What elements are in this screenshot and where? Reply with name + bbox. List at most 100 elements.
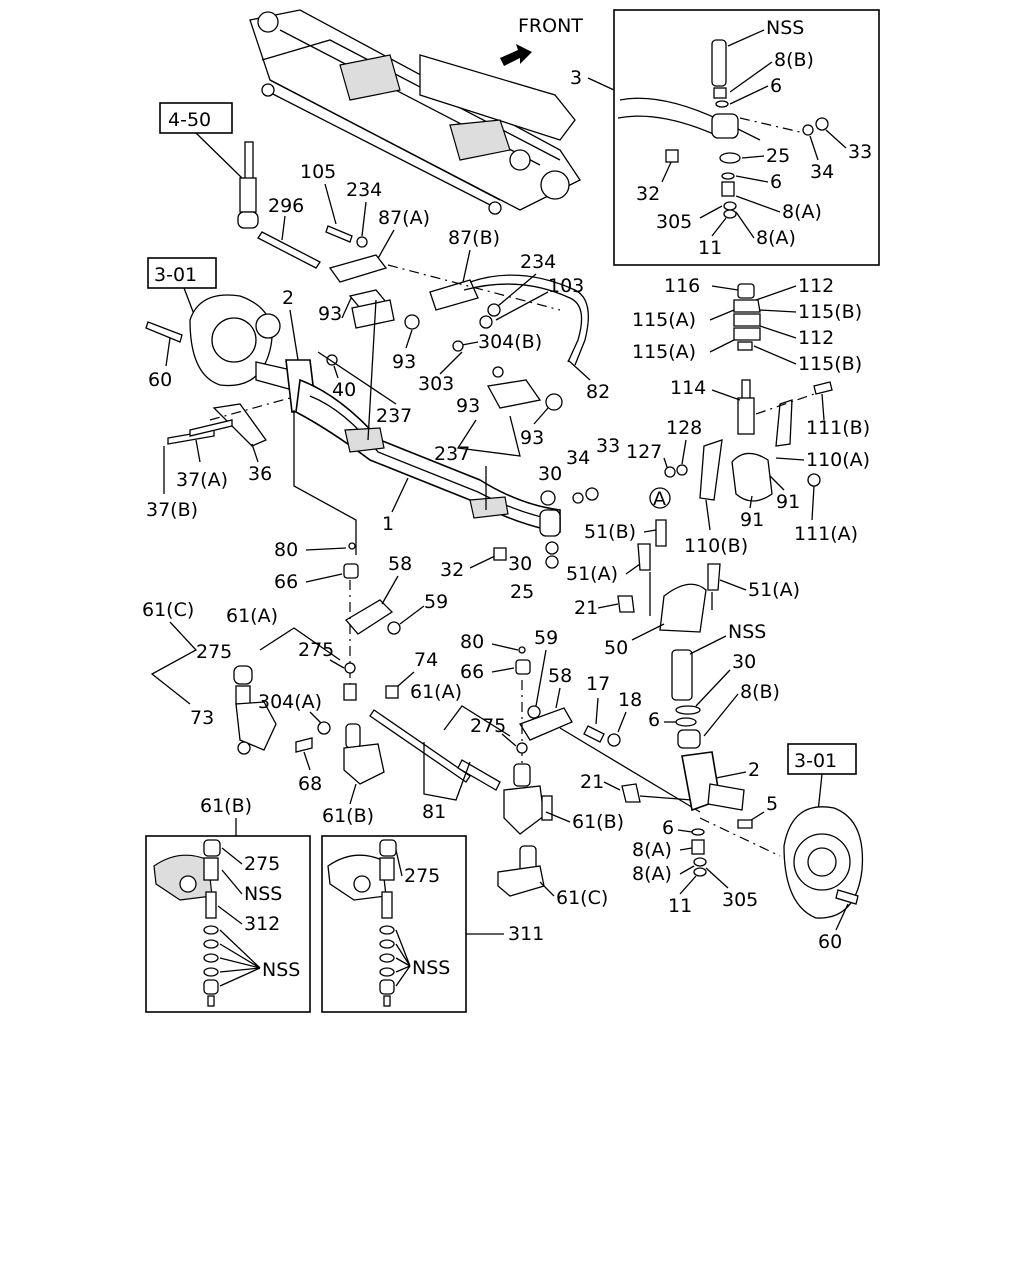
tie-rod-81 <box>369 709 471 783</box>
label-275-c: 275 <box>470 715 506 737</box>
label-91-a: 91 <box>776 491 800 513</box>
knuckle-2-right <box>681 751 745 812</box>
label-296: 296 <box>268 195 304 217</box>
label-8a-top2: 8(A) <box>756 227 796 249</box>
label-58-a: 58 <box>388 553 412 575</box>
label-237-a: 237 <box>376 405 412 427</box>
washer-234 <box>356 236 368 248</box>
label-61a-b: 61(A) <box>410 681 462 703</box>
label-66-b: 66 <box>460 661 484 683</box>
label-60-right: 60 <box>818 931 842 953</box>
label-234b: 234 <box>520 251 556 273</box>
label-25-top: 25 <box>766 145 790 167</box>
ref-3-01-left: 3-01 <box>154 264 197 286</box>
label-304a: 304(A) <box>258 691 322 713</box>
bolt-111b <box>813 381 833 395</box>
clamp-110b <box>699 439 723 501</box>
label-18: 18 <box>618 689 642 711</box>
label-59-b: 59 <box>534 627 558 649</box>
label-115a-b: 115(A) <box>632 341 696 363</box>
bolt-60-right <box>835 889 859 905</box>
label-305-bot: 305 <box>722 889 758 911</box>
label-61b-b: 61(B) <box>572 811 624 833</box>
label-80-a: 80 <box>274 539 298 561</box>
bracket-93-c <box>486 379 542 409</box>
label-73: 73 <box>190 707 214 729</box>
label-311: 311 <box>508 923 544 945</box>
tie-rod-end-61b-left <box>343 723 385 785</box>
label-8b-mid: 8(B) <box>740 681 780 703</box>
washer-234b <box>487 303 501 317</box>
stabilizer-bar-82 <box>469 274 589 366</box>
label-1: 1 <box>382 513 394 535</box>
label-59-a: 59 <box>424 591 448 613</box>
steering-knuckle-arm-58-right <box>519 707 573 741</box>
ref-4-50: 4-50 <box>168 109 211 131</box>
label-50: 50 <box>604 637 628 659</box>
tie-rod-end-73 <box>233 665 277 755</box>
kingpin-nss <box>711 39 727 87</box>
label-nss-box1b: NSS <box>262 959 300 981</box>
tie-rod-end-exploded-311 <box>327 839 397 1007</box>
label-11-top: 11 <box>698 237 722 259</box>
label-37b: 37(B) <box>146 499 198 521</box>
bolt-105 <box>325 225 353 243</box>
label-61c-b: 61(C) <box>556 887 608 909</box>
label-61b-a: 61(B) <box>322 805 374 827</box>
bracket-87a <box>328 254 388 283</box>
steering-knuckle-arm-58-left <box>345 599 394 635</box>
label-nss-mid: NSS <box>728 621 766 643</box>
label-275-box2: 275 <box>404 865 440 887</box>
label-3: 3 <box>570 67 582 89</box>
label-nss-top: NSS <box>766 17 804 39</box>
bracket-50 <box>659 583 707 633</box>
label-91-b: 91 <box>740 509 764 531</box>
reference-circle-a <box>649 487 671 509</box>
label-116: 116 <box>664 275 700 297</box>
chassis-frame-drawing <box>249 9 581 215</box>
label-93-c: 93 <box>456 395 480 417</box>
label-61c-a: 61(C) <box>142 599 194 621</box>
label-115b-a: 115(B) <box>798 301 862 323</box>
label-275-b: 275 <box>298 639 334 661</box>
label-6-mid: 6 <box>648 709 660 731</box>
bellows-assembly <box>733 283 761 435</box>
label-17: 17 <box>586 673 610 695</box>
label-105: 105 <box>300 161 336 183</box>
label-81: 81 <box>422 801 446 823</box>
label-61b-box: 61(B) <box>200 795 252 817</box>
kingpin-nss-mid <box>671 649 693 701</box>
front-label: FRONT <box>518 15 583 37</box>
label-275-a: 275 <box>196 641 232 663</box>
label-237-b: 237 <box>434 443 470 465</box>
label-87a: 87(A) <box>378 207 430 229</box>
label-74: 74 <box>414 649 438 671</box>
label-21-a: 21 <box>574 597 598 619</box>
label-37a: 37(A) <box>176 469 228 491</box>
label-312: 312 <box>244 913 280 935</box>
brake-drum-right <box>783 806 864 919</box>
label-128: 128 <box>666 417 702 439</box>
pin-296 <box>257 231 321 269</box>
label-93-a: 93 <box>318 303 342 325</box>
steering-arm-36 <box>212 403 268 447</box>
label-2-left: 2 <box>282 287 294 309</box>
ref-3-01-right: 3-01 <box>794 750 837 772</box>
label-8b-top: 8(B) <box>774 49 814 71</box>
label-58-b: 58 <box>548 665 572 687</box>
bracket-87b <box>429 279 479 311</box>
label-33-top: 33 <box>848 141 872 163</box>
label-80-b: 80 <box>460 631 484 653</box>
inset-box-311 <box>321 835 467 1013</box>
label-5: 5 <box>766 793 778 815</box>
label-30-b: 30 <box>508 553 532 575</box>
inset-box-kingpin <box>613 9 880 266</box>
label-127: 127 <box>626 441 662 463</box>
label-114: 114 <box>670 377 706 399</box>
label-34: 34 <box>566 447 590 469</box>
label-32-top: 32 <box>636 183 660 205</box>
label-61a-a: 61(A) <box>226 605 278 627</box>
label-103: 103 <box>548 275 584 297</box>
label-33: 33 <box>596 435 620 457</box>
